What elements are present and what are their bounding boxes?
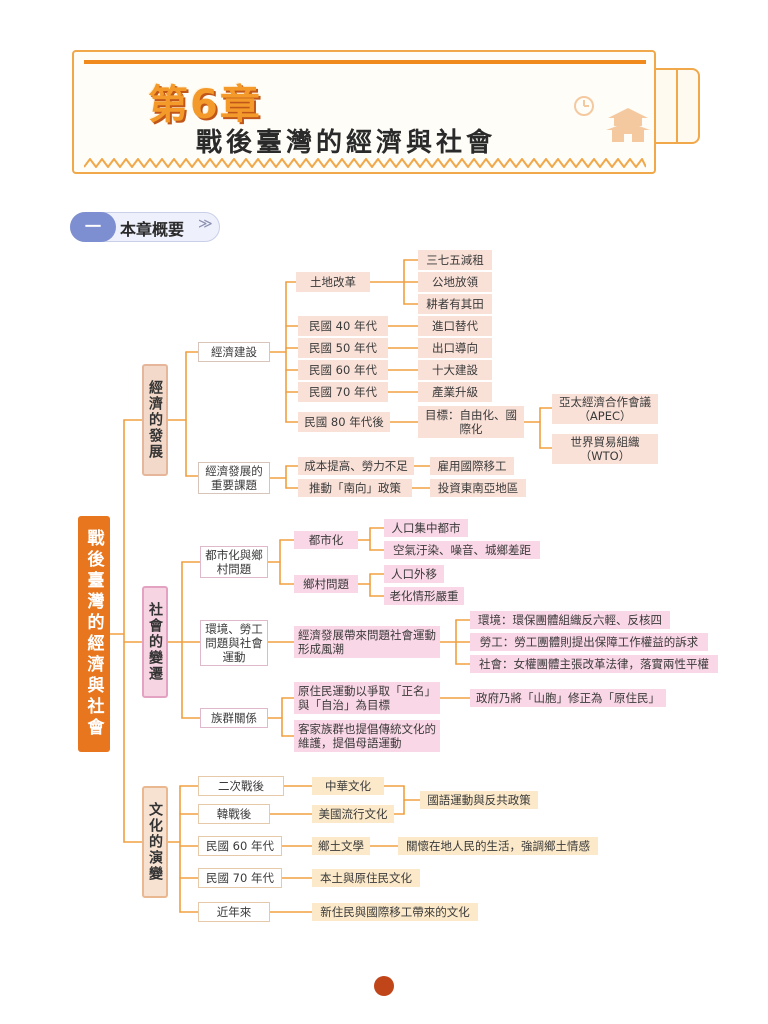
node-urban: 都市化 bbox=[294, 531, 358, 549]
node-goal: 目標：自由化、國際化 bbox=[418, 406, 524, 438]
double-chevron-icon: ≫ bbox=[198, 216, 213, 232]
node-language-policy: 國語運動與反共政策 bbox=[420, 791, 538, 809]
node-culture-era: 民國 70 年代 bbox=[198, 868, 282, 888]
chapter-banner bbox=[72, 50, 656, 174]
node-rural-item: 老化情形嚴重 bbox=[384, 587, 464, 605]
pagoda-clock-icon bbox=[574, 96, 650, 142]
node-urban-item: 人口集中都市 bbox=[384, 519, 468, 537]
node-rural: 鄉村問題 bbox=[294, 575, 358, 593]
scroll-tab bbox=[656, 68, 700, 144]
node-env-item: 社會：女權團體主張改革法律，落實兩性平權 bbox=[470, 655, 718, 673]
root-topic: 戰後臺灣的經濟與社會 bbox=[78, 516, 110, 752]
node-env-labor: 環境、勞工問題與社會運動 bbox=[200, 620, 268, 666]
node-apec: 亞太經濟合作會議（APEC） bbox=[552, 394, 658, 424]
node-local-desc: 關懷在地人民的生活，強調鄉土情感 bbox=[398, 837, 598, 855]
node-policy: 十大建設 bbox=[418, 360, 492, 380]
node-decade: 民國 70 年代 bbox=[298, 382, 388, 402]
node-decade: 民國 60 年代 bbox=[298, 360, 388, 380]
scroll-roll bbox=[676, 70, 696, 142]
chapter-title: 戰後臺灣的經濟與社會 bbox=[196, 128, 497, 158]
page-marker bbox=[374, 976, 394, 996]
node-env-item: 勞工：勞工團體則提出保障工作權益的訴求 bbox=[470, 633, 708, 651]
node-chinese-culture: 中華文化 bbox=[312, 777, 384, 795]
node-decade: 民國 40 年代 bbox=[298, 316, 388, 336]
node-land-item: 耕者有其田 bbox=[418, 294, 492, 314]
zigzag-border bbox=[84, 158, 646, 168]
section-number: 一 bbox=[70, 212, 116, 242]
node-land-item: 公地放領 bbox=[418, 272, 492, 292]
node-wto: 世界貿易組織（WTO） bbox=[552, 434, 658, 464]
section-title: 本章概要 bbox=[120, 220, 185, 239]
node-culture-era: 韓戰後 bbox=[198, 804, 270, 824]
node-env-desc: 經濟發展帶來問題社會運動形成風潮 bbox=[294, 626, 440, 658]
node-econ-build: 經濟建設 bbox=[198, 342, 270, 362]
node-issue-result: 投資東南亞地區 bbox=[430, 479, 526, 497]
node-issue: 成本提高、勞力不足 bbox=[298, 457, 414, 475]
node-decade: 民國 50 年代 bbox=[298, 338, 388, 358]
node-land-item: 三七五減租 bbox=[418, 250, 492, 270]
node-policy: 進口替代 bbox=[418, 316, 492, 336]
node-urban-item: 空氣汙染、噪音、城鄉差距 bbox=[384, 541, 540, 559]
node-policy: 出口導向 bbox=[418, 338, 492, 358]
node-ethnic-hakka: 客家族群也提倡傳統文化的維護，提倡母語運動 bbox=[294, 720, 440, 752]
node-culture-era: 二次戰後 bbox=[198, 776, 284, 796]
node-ethnic-indigenous: 原住民運動以爭取「正名」與「自治」為目標 bbox=[294, 682, 440, 714]
node-us-culture: 美國流行文化 bbox=[312, 805, 394, 823]
node-culture-era: 近年來 bbox=[198, 902, 270, 922]
node-culture-era: 民國 60 年代 bbox=[198, 836, 282, 856]
node-env-item: 環境：環保團體組織反六輕、反核四 bbox=[470, 611, 670, 629]
node-rural-item: 人口外移 bbox=[384, 565, 444, 583]
banner-stripe bbox=[84, 60, 646, 64]
chapter-number: 第6章 bbox=[148, 82, 262, 128]
node-era80: 民國 80 年代後 bbox=[298, 412, 390, 432]
node-policy: 產業升級 bbox=[418, 382, 492, 402]
node-urban-rural: 都市化與鄉村問題 bbox=[200, 546, 268, 578]
node-land-reform: 土地改革 bbox=[296, 272, 370, 292]
node-econ-issues: 經濟發展的重要課題 bbox=[198, 462, 270, 494]
node-native-culture: 本土與原住民文化 bbox=[312, 869, 420, 887]
node-issue-result: 雇用國際移工 bbox=[430, 457, 514, 475]
topic-economy: 經濟的發展 bbox=[142, 364, 168, 476]
node-local-lit: 鄉土文學 bbox=[312, 837, 370, 855]
node-ethnic-result: 政府乃將「山胞」修正為「原住民」 bbox=[470, 689, 666, 707]
node-ethnic: 族群關係 bbox=[200, 708, 268, 728]
node-issue: 推動「南向」政策 bbox=[298, 479, 412, 497]
node-new-immigrant: 新住民與國際移工帶來的文化 bbox=[312, 903, 478, 921]
topic-society: 社會的變遷 bbox=[142, 586, 168, 698]
topic-culture: 文化的演變 bbox=[142, 786, 168, 898]
